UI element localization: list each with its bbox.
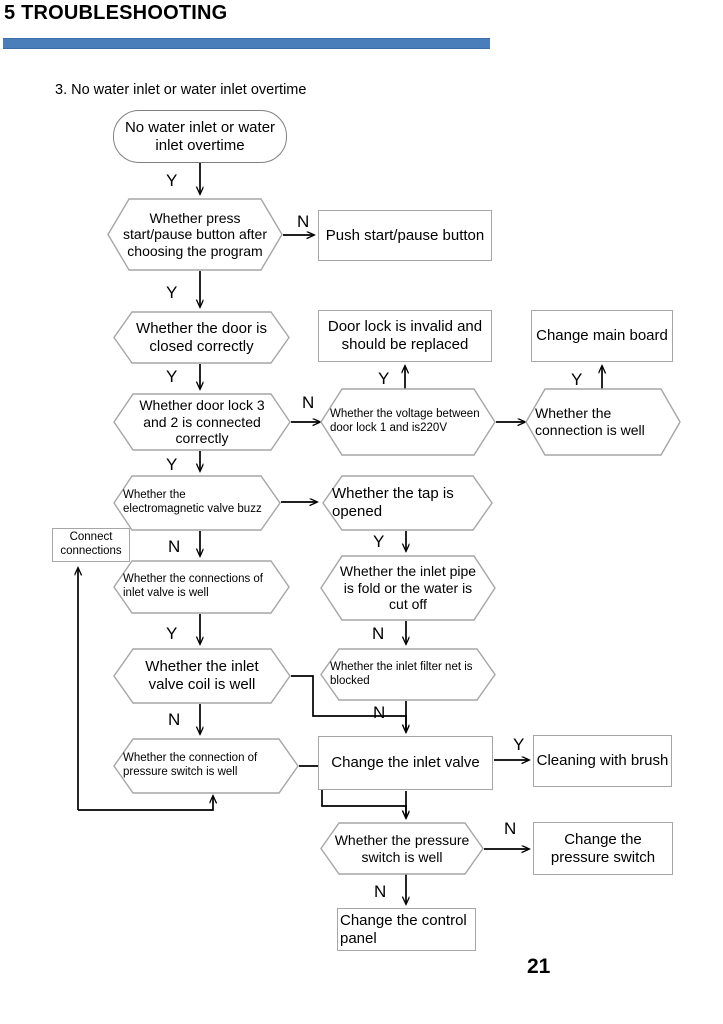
flow-node-text: Whether the connections of inlet valve i… <box>123 573 263 599</box>
flow-node-push-button: Push start/pause button <box>318 210 492 261</box>
hexagon-shape <box>525 388 681 456</box>
flow-node-text: Whether the tap is opened <box>332 485 454 520</box>
hexagon-shape <box>113 311 290 364</box>
branch-label-y-change-valve: Y <box>513 735 525 754</box>
flow-node-start: No water inlet or water inlet overtime <box>113 110 287 163</box>
flow-node-text: Whether door lock 3 and 2 is connected c… <box>139 397 265 447</box>
flow-node-change-main-board: Change main board <box>531 310 673 362</box>
flow-node-connection-well: Whether the connection is well <box>525 388 681 456</box>
flow-node-inlet-valve-coil: Whether the inlet valve coil is well <box>113 648 291 704</box>
branch-label-n-pressure-switch: N <box>504 819 517 838</box>
flow-node-inlet-filter-net: Whether the inlet filter net is blocked <box>320 648 496 701</box>
flow-node-text: Whether press start/pause button after c… <box>123 209 267 259</box>
flow-node-cleaning-with-brush: Cleaning with brush <box>533 735 672 787</box>
flow-node-text: Whether the door is closed correctly <box>136 319 267 355</box>
flow-node-text: Whether the electromagnetic valve buzz <box>123 489 262 515</box>
hexagon-shape <box>113 393 291 451</box>
flow-node-change-pressure-switch: Change the pressure switch <box>533 822 673 875</box>
flow-node-text: Push start/pause button <box>325 226 485 244</box>
hexagon-shape <box>320 822 484 875</box>
flow-node-text: Whether the connection of pressure switc… <box>123 752 258 778</box>
branch-label-y-voltage: Y <box>378 369 390 388</box>
hexagon-shape <box>320 388 496 456</box>
flow-node-pressure-switch-connection: Whether the connection of pressure switc… <box>113 738 299 794</box>
flow-node-text: Door lock is invalid and should be repla… <box>327 318 483 353</box>
flow-node-text: Connect connections <box>60 531 122 557</box>
hexagon-shape <box>320 555 496 621</box>
flow-node-text: Whether the connection is well <box>535 405 645 438</box>
flow-node-doorlock-3-2: Whether door lock 3 and 2 is connected c… <box>113 393 291 451</box>
flow-node-press-button: Whether press start/pause button after c… <box>107 198 283 271</box>
flow-node-voltage-check: Whether the voltage between door lock 1 … <box>320 388 496 456</box>
flow-node-inlet-pipe: Whether the inlet pipe is fold or the wa… <box>320 555 496 621</box>
flow-node-connect-connections: Connect connections <box>52 528 130 562</box>
flow-node-text: Whether the inlet filter net is blocked <box>330 660 473 687</box>
title-divider-rule <box>3 38 490 49</box>
branch-label-n-filter-net: N <box>373 703 386 722</box>
branch-label-y-tap-opened: Y <box>373 532 385 551</box>
hexagon-shape <box>320 648 496 701</box>
flow-node-text: Change the control panel <box>340 911 467 947</box>
branch-label-n-electromagnetic: N <box>168 537 181 556</box>
branch-label-n-inlet-pipe: N <box>372 624 385 643</box>
section-heading: 3. No water inlet or water inlet overtim… <box>55 82 307 98</box>
flow-node-text: Change main board <box>536 327 668 345</box>
flow-node-pressure-switch-well: Whether the pressure switch is well <box>320 822 484 875</box>
page-number: 21 <box>527 955 551 978</box>
flow-node-doorlock-invalid: Door lock is invalid and should be repla… <box>318 310 492 362</box>
flow-node-change-control-panel: Change the control panel <box>337 908 476 951</box>
flow-node-text: Whether the inlet pipe is fold or the wa… <box>339 563 477 613</box>
flow-node-text: Whether the voltage between door lock 1 … <box>330 408 480 434</box>
flow-node-text: Change the inlet valve <box>331 754 480 772</box>
branch-label-n-press-button: N <box>297 212 310 231</box>
hexagon-shape <box>322 475 493 531</box>
hexagon-shape <box>113 475 281 531</box>
branch-label-y-start: Y <box>166 171 178 190</box>
hexagon-shape <box>113 738 299 794</box>
hexagon-shape <box>107 198 283 271</box>
branch-label-y-doorlock-3-2: Y <box>166 455 178 474</box>
flow-node-change-inlet-valve: Change the inlet valve <box>318 736 493 790</box>
flow-node-door-closed: Whether the door is closed correctly <box>113 311 290 364</box>
flow-node-tap-opened: Whether the tap is opened <box>322 475 493 531</box>
branch-label-n-doorlock-3-2: N <box>302 393 315 412</box>
flow-node-inlet-valve-connections: Whether the connections of inlet valve i… <box>113 560 290 614</box>
flow-node-text: No water inlet or water inlet overtime <box>124 118 276 154</box>
flow-node-text: Cleaning with brush <box>536 752 669 770</box>
branch-label-n-valve-coil: N <box>168 710 181 729</box>
flow-node-text: Whether the inlet valve coil is well <box>145 658 259 693</box>
flow-node-text: Change the pressure switch <box>550 830 656 866</box>
branch-label-y-connection-well: Y <box>571 370 583 389</box>
flow-node-text: Whether the pressure switch is well <box>334 831 470 865</box>
branch-label-y-inlet-connections: Y <box>166 624 178 643</box>
hexagon-shape <box>113 648 291 704</box>
branch-label-y-door-closed: Y <box>166 367 178 386</box>
branch-label-y-press-button: Y <box>166 283 178 302</box>
hexagon-shape <box>113 560 290 614</box>
flow-node-electromagnetic-valve: Whether the electromagnetic valve buzz <box>113 475 281 531</box>
page-title: 5 TROUBLESHOOTING <box>4 2 228 24</box>
branch-label-n-control-panel: N <box>374 882 387 901</box>
